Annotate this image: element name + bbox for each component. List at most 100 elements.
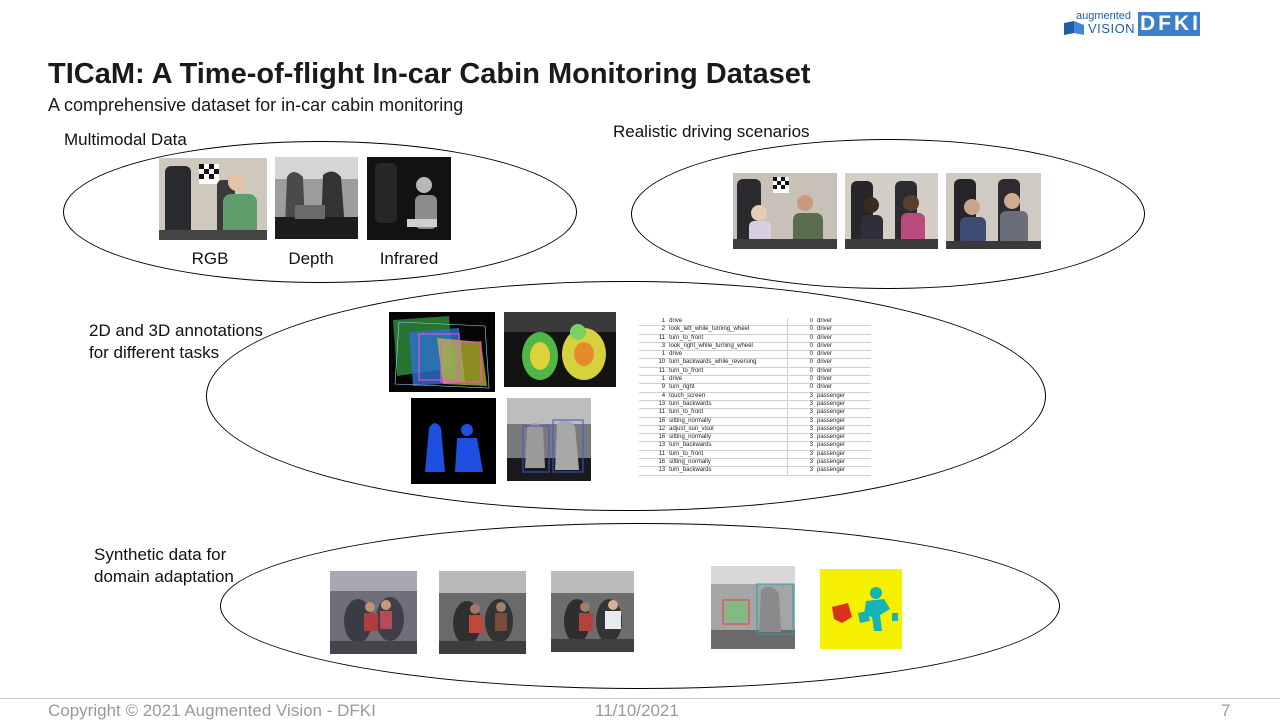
- logo: augmented VISION DFKI: [1062, 9, 1202, 39]
- scenario-image-2: [845, 173, 938, 249]
- annotation-table-cell: adjust_sun_visor: [667, 425, 788, 435]
- annotation-table-cell: 3: [787, 408, 815, 418]
- annotation-table-cell: passenger: [814, 475, 871, 476]
- synthetic-label-line1: Synthetic data for: [94, 545, 227, 564]
- annotation-table-cell: passenger: [814, 408, 871, 418]
- annotation-table-cell: 4: [639, 392, 668, 401]
- annotation-table-cell: 1: [639, 375, 668, 385]
- annotations-label: 2D and 3D annotations for different task…: [89, 320, 263, 364]
- annotation-table-cell: 11: [639, 475, 668, 476]
- logo-line1: augmented: [1076, 10, 1132, 22]
- annotation-table-cell: passenger: [814, 466, 871, 476]
- annotation-table-cell: turn_backwards: [667, 400, 788, 410]
- depth-image: [275, 157, 358, 239]
- page-title: TICaM: A Time-of-flight In-car Cabin Mon…: [48, 58, 811, 90]
- annotation-depth-colored-image: [504, 312, 616, 387]
- annotation-table-cell: 3: [787, 475, 815, 476]
- annotation-table-cell: 10: [639, 358, 668, 368]
- annotation-mask-image: [411, 398, 496, 484]
- annotation-table-cell: turn_to_front: [667, 408, 788, 418]
- annotation-table-cell: 3: [787, 458, 815, 468]
- logo-org: DFKI: [1140, 12, 1201, 35]
- footer-divider: [0, 698, 1280, 699]
- synthetic-ellipse: [220, 523, 1060, 689]
- depth-caption: Depth: [288, 249, 334, 268]
- page-subtitle: A comprehensive dataset for in-car cabin…: [48, 95, 464, 115]
- synthetic-image-2: [439, 571, 526, 654]
- annotation-table-cell: turn_to_front: [667, 450, 788, 460]
- annotation-table-cell: 13: [639, 400, 668, 410]
- scenario-image-3: [946, 173, 1041, 249]
- annotation-table-cell: 0: [787, 334, 815, 343]
- annotation-table-cell: driver: [814, 383, 871, 393]
- annotation-table-cell: passenger: [814, 425, 871, 435]
- annotation-table-cell: 16: [639, 458, 668, 468]
- annotation-table-cell: 9: [639, 383, 668, 393]
- annotation-table-cell: 11: [639, 367, 668, 377]
- annotation-table-cell: turn_right: [667, 383, 788, 393]
- annotations-label-line1: 2D and 3D annotations: [89, 321, 263, 340]
- annotation-table-cell: driver: [814, 334, 871, 343]
- logo-org-box: [1138, 12, 1200, 36]
- annotation-table-cell: turn_to_front: [667, 475, 788, 476]
- rgb-caption: RGB: [191, 249, 229, 268]
- annotation-table-cell: 0: [787, 367, 815, 377]
- annotation-bbox-image: [507, 398, 591, 481]
- synthetic-segmentation-image: [820, 569, 902, 649]
- annotation-table-cell: turn_to_front: [667, 367, 788, 377]
- infrared-caption: Infrared: [379, 249, 439, 268]
- annotation-table-cell: 3: [787, 425, 815, 435]
- annotation-table-cell: passenger: [814, 417, 871, 426]
- synthetic-label: Synthetic data for domain adaptation: [94, 544, 234, 588]
- annotation-3d-pointcloud-image: [389, 312, 495, 392]
- annotation-table-cell: look_right_while_turning_wheel: [667, 342, 788, 352]
- annotation-table-cell: 3: [787, 417, 815, 426]
- annotation-table-cell: passenger: [814, 400, 871, 410]
- annotation-table-cell: 11: [639, 334, 668, 343]
- synthetic-image-1: [330, 571, 417, 654]
- slide-number: 7: [1221, 701, 1231, 720]
- annotation-table-cell: drive: [667, 375, 788, 385]
- annotation-table-cell: driver: [814, 325, 871, 335]
- annotation-table-cell: 0: [787, 383, 815, 393]
- annotation-table-cell: passenger: [814, 450, 871, 460]
- annotation-table-cell: 1: [639, 350, 668, 360]
- annotation-table-cell: 16: [639, 417, 668, 426]
- annotation-table-cell: 2: [639, 325, 668, 335]
- annotation-table-cell: turn_to_front: [667, 334, 788, 343]
- annotation-table-cell: turn_backwards: [667, 441, 788, 451]
- multimodal-ellipse: [63, 141, 577, 283]
- annotation-table-cell: passenger: [814, 433, 871, 443]
- annotation-table-cell: 0: [787, 375, 815, 385]
- annotation-table-cell: driver: [814, 358, 871, 368]
- annotation-table-cell: 3: [639, 342, 668, 352]
- annotation-table-cell: driver: [814, 350, 871, 360]
- annotation-table-cell: 0: [787, 325, 815, 335]
- annotation-table-cell: drive: [667, 318, 788, 327]
- annotation-table-cell: turn_backwards_while_reversing: [667, 358, 788, 368]
- scenarios-ellipse: [631, 139, 1145, 289]
- annotation-table-cell: driver: [814, 375, 871, 385]
- annotation-table-cell: 11: [639, 408, 668, 418]
- annotation-table-cell: 3: [787, 466, 815, 476]
- annotation-table-cell: 13: [639, 466, 668, 476]
- scenarios-label: Realistic driving scenarios: [613, 122, 810, 141]
- annotation-table-cell: 0: [787, 342, 815, 352]
- annotation-table-cell: 11: [639, 450, 668, 460]
- annotation-table-cell: drive: [667, 350, 788, 360]
- annotation-table-cell: sitting_normally: [667, 458, 788, 468]
